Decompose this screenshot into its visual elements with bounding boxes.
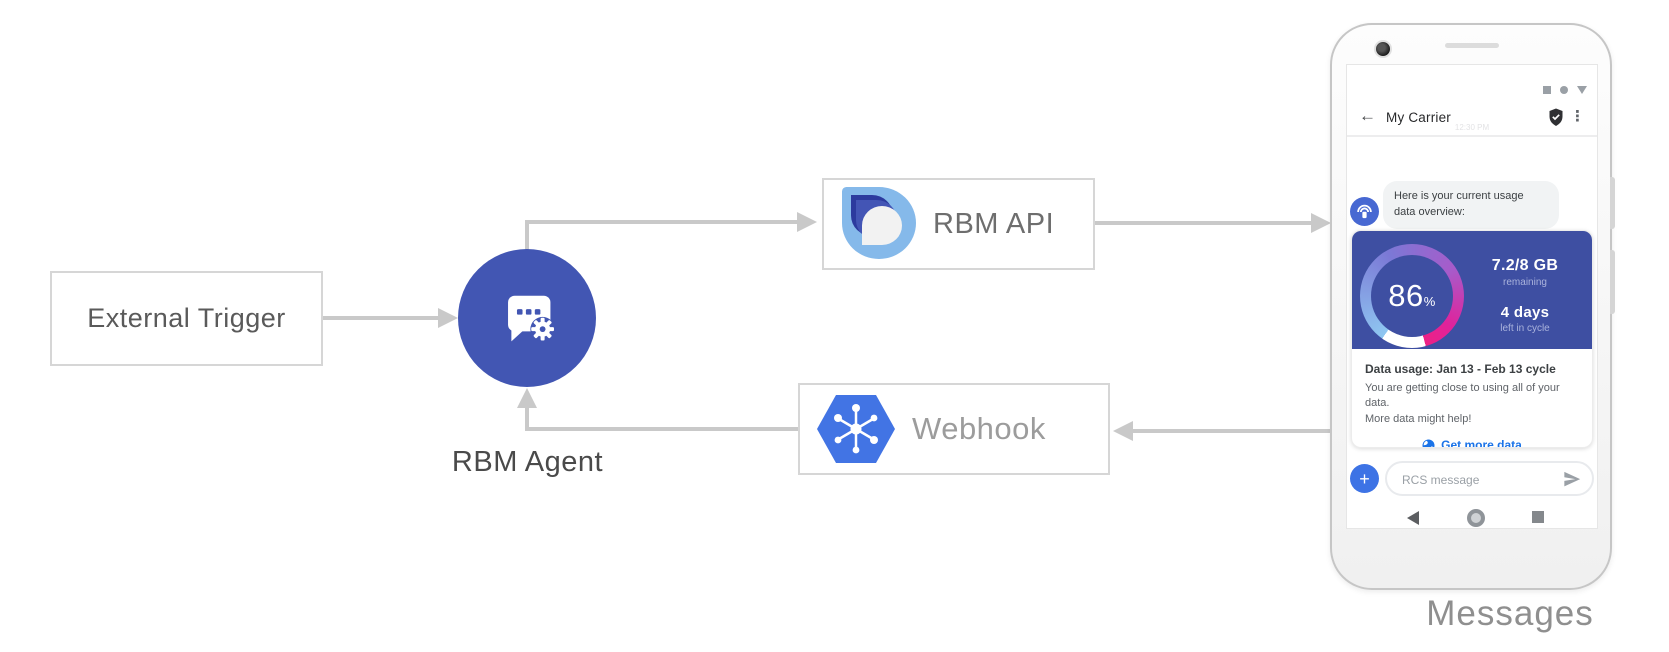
usage-body: You are getting close to using all of yo… xyxy=(1365,381,1579,427)
arrow-agent-to-api-vline xyxy=(525,220,529,252)
rbm-agent-label: RBM Agent xyxy=(451,446,604,478)
remaining-label: remaining xyxy=(1503,277,1547,288)
arrow-webhook-to-agent-hline xyxy=(525,427,800,431)
arrow-agent-to-api-hline xyxy=(525,220,800,224)
remaining-value: 7.2/8 GB xyxy=(1491,257,1559,274)
signal-circle-icon xyxy=(1560,86,1568,94)
usage-card-chart-section: 86% 7.2/8 GB remaining 4 days left in cy… xyxy=(1352,231,1592,349)
days-label: left in cycle xyxy=(1500,323,1550,334)
usage-rich-card: 86% 7.2/8 GB remaining 4 days left in cy… xyxy=(1351,230,1593,448)
signal-square-icon xyxy=(1543,86,1551,94)
arrow-webhook-to-agent-head xyxy=(517,388,537,408)
phone-screen: ← My Carrier ⋮ 12:30 PM Here is your cur… xyxy=(1346,64,1598,529)
nav-back-icon[interactable] xyxy=(1407,511,1419,525)
phone-mockup: ← My Carrier ⋮ 12:30 PM Here is your cur… xyxy=(1330,23,1615,590)
android-nav-bar xyxy=(1347,506,1597,528)
bubble-text-line2: data overview: xyxy=(1394,205,1465,218)
agent-avatar xyxy=(1350,197,1379,226)
messages-app-label: Messages xyxy=(1426,594,1594,633)
webhook-node: Webhook xyxy=(798,383,1110,475)
rcs-message-input[interactable] xyxy=(1400,466,1554,493)
chat-bubble-gear-icon xyxy=(508,295,555,342)
bubble-text-line1: Here is your current usage xyxy=(1394,190,1524,202)
arrow-webhook-to-agent-vline xyxy=(525,407,529,431)
webhook-icon xyxy=(817,395,895,463)
rcs-message-input-pill[interactable] xyxy=(1385,461,1594,496)
conversation-title: My Carrier xyxy=(1386,110,1451,125)
usage-card-text-section: Data usage: Jan 13 - Feb 13 cycle You ar… xyxy=(1352,349,1592,448)
external-trigger-node: External Trigger xyxy=(50,271,323,366)
days-value: 4 days xyxy=(1500,304,1550,321)
message-bubble: Here is your current usage data overview… xyxy=(1383,181,1559,229)
webhook-label: Webhook xyxy=(912,411,1046,446)
back-arrow-icon[interactable]: ← xyxy=(1359,106,1376,125)
chat-timestamp: 12:30 PM xyxy=(1454,123,1490,132)
front-camera-icon xyxy=(1374,40,1392,58)
external-trigger-label: External Trigger xyxy=(87,303,286,333)
arrow-phone-to-webhook-head xyxy=(1113,421,1133,441)
arrow-api-to-phone-head xyxy=(1311,213,1331,233)
arrow-api-to-phone-line xyxy=(1095,221,1313,225)
data-usage-gauge: 86% xyxy=(1360,244,1464,348)
overflow-menu-icon[interactable]: ⋮ xyxy=(1570,108,1585,125)
speaker-grille xyxy=(1445,43,1499,48)
send-icon[interactable] xyxy=(1563,471,1581,487)
rbm-agent-node xyxy=(458,249,596,387)
get-more-data-button[interactable]: Get more data xyxy=(1365,438,1579,448)
rbm-api-icon xyxy=(842,187,918,261)
nav-home-icon[interactable] xyxy=(1467,509,1485,527)
rbm-api-node: RBM API xyxy=(822,178,1095,270)
antenna-icon xyxy=(1357,204,1372,219)
gauge-percent-text: 86% xyxy=(1388,278,1436,313)
power-button[interactable] xyxy=(1610,177,1615,229)
header-divider xyxy=(1347,135,1597,137)
arrow-phone-to-webhook-line xyxy=(1133,429,1333,433)
arrow-trigger-to-agent-line xyxy=(323,316,441,320)
attach-plus-button[interactable]: + xyxy=(1350,464,1379,493)
signal-triangle-icon xyxy=(1577,86,1587,94)
percent-sign: % xyxy=(1423,294,1436,309)
get-more-data-label: Get more data xyxy=(1441,438,1522,448)
status-bar xyxy=(1543,86,1587,94)
usage-body-line2: More data might help! xyxy=(1365,412,1472,425)
rbm-logo-white-drop xyxy=(862,206,902,245)
arrow-agent-to-api-head xyxy=(797,212,817,232)
arrow-trigger-to-agent-head xyxy=(438,308,458,328)
verified-shield-icon xyxy=(1549,108,1563,126)
usage-title: Data usage: Jan 13 - Feb 13 cycle xyxy=(1365,362,1556,376)
volume-button[interactable] xyxy=(1610,250,1615,314)
globe-icon xyxy=(1422,439,1435,447)
rbm-api-label: RBM API xyxy=(933,207,1055,240)
nav-recents-icon[interactable] xyxy=(1532,511,1544,523)
usage-stats: 7.2/8 GB remaining 4 days left in cycle xyxy=(1464,231,1586,349)
usage-body-line1: You are getting close to using all of yo… xyxy=(1365,382,1560,410)
